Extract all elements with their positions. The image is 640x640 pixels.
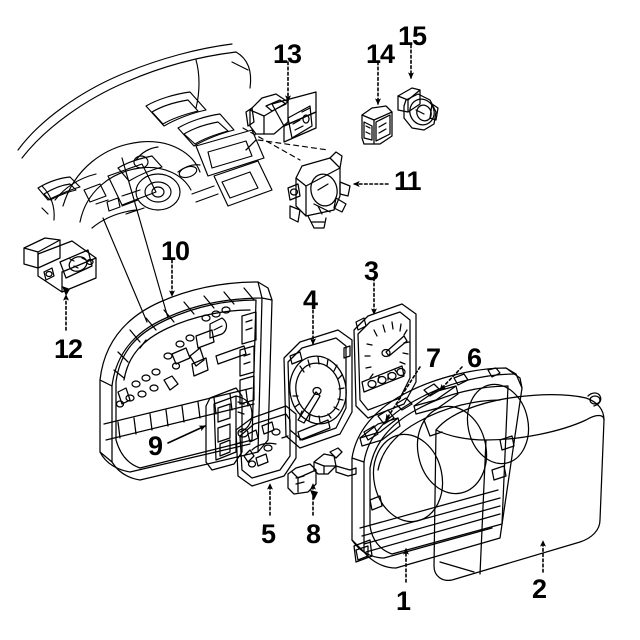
part-5-fuel-temp-gauge <box>235 405 297 487</box>
callout-label-15[interactable]: 15 <box>398 21 427 51</box>
callout-label-2[interactable]: 2 <box>532 574 547 604</box>
callout-label-12[interactable]: 12 <box>54 334 83 364</box>
callout-label-9[interactable]: 9 <box>148 431 163 461</box>
part-12-mirror-switch <box>23 237 97 296</box>
part-1-cluster-front-case <box>351 367 530 569</box>
callout-label-14[interactable]: 14 <box>366 39 395 69</box>
callout-label-1[interactable]: 1 <box>396 586 411 616</box>
callout-label-4[interactable]: 4 <box>303 285 318 315</box>
callout-label-11[interactable]: 11 <box>394 166 422 196</box>
callout-label-5[interactable]: 5 <box>261 519 276 549</box>
part-15-lighter-knob <box>397 87 439 131</box>
dashboard-illustration <box>17 43 329 323</box>
callout-label-7[interactable]: 7 <box>426 343 441 373</box>
part-2-cluster-lens-cover <box>433 392 605 582</box>
callout-label-10[interactable]: 10 <box>161 236 190 266</box>
part-4-speedometer-face <box>283 329 353 449</box>
part-10-cluster-back-housing <box>99 281 273 481</box>
part-13-hazard-switch <box>245 91 317 151</box>
callout-label-6[interactable]: 6 <box>467 343 482 373</box>
callout-label-13[interactable]: 13 <box>273 39 302 69</box>
callout-leader-9 <box>167 425 206 444</box>
part-9-circuit-board <box>205 387 253 471</box>
part-14-defogger-switch <box>361 105 393 145</box>
callout-label-3[interactable]: 3 <box>364 256 379 286</box>
part-8-bulb-socket <box>287 447 357 500</box>
part-11-dimmer-switch <box>287 151 351 229</box>
part-3-tachometer-face <box>353 303 417 419</box>
callout-label-8[interactable]: 8 <box>306 519 321 549</box>
callout-arrows <box>63 44 546 583</box>
